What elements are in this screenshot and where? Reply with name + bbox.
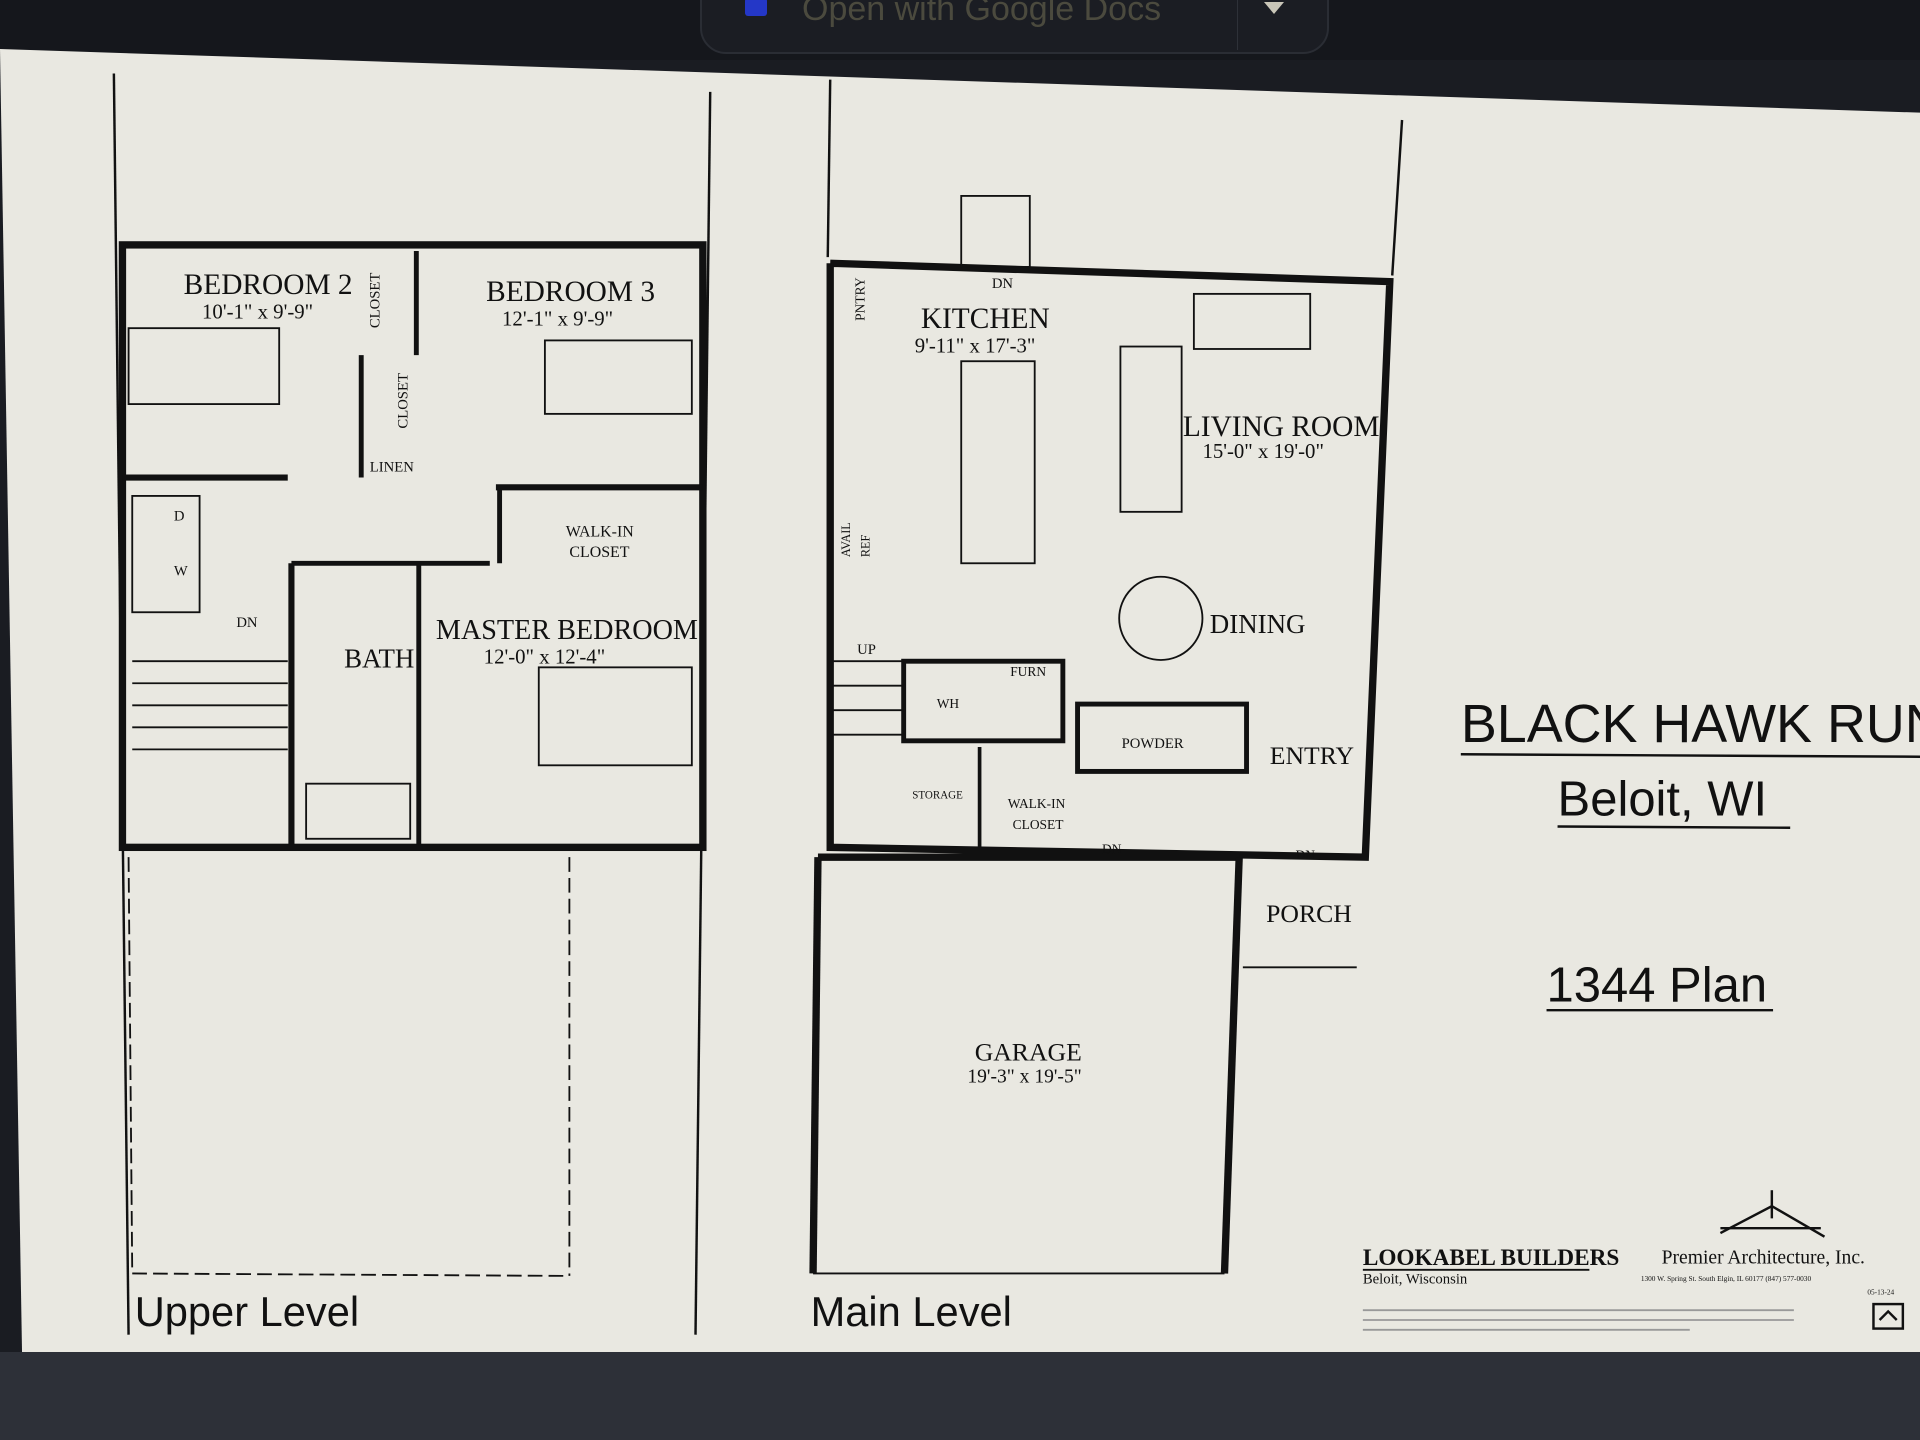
viewer-top-bar: Open with Google Docs (0, 0, 1920, 60)
open-with-google-docs-button[interactable]: Open with Google Docs (700, 0, 1329, 54)
open-with-label: Open with Google Docs (802, 0, 1162, 28)
closet-label-2: CLOSET (396, 373, 412, 429)
room-label-porch: PORCH (1266, 899, 1352, 928)
linen-label: LINEN (370, 459, 414, 475)
builder-location: Beloit, Wisconsin (1363, 1271, 1468, 1287)
google-docs-icon (745, 0, 767, 16)
main-level-label: Main Level (811, 1288, 1012, 1335)
room-label-living-room: LIVING ROOM (1183, 411, 1380, 443)
architect-address: 1300 W. Spring St. South Elgin, IL 60177… (1641, 1274, 1812, 1283)
project-title: BLACK HAWK RUN (1461, 694, 1920, 754)
main-level-plan (809, 79, 1404, 1275)
room-size-garage: 19'-3" x 19'-5" (967, 1066, 1081, 1087)
room-label-master-bedroom: MASTER BEDROOM (436, 615, 698, 646)
furnace-label: FURN (1010, 664, 1046, 679)
pantry-label: PNTRY (852, 277, 867, 321)
down-label-garage: DN (1102, 841, 1122, 856)
monitor-bezel (0, 1352, 1920, 1440)
room-label-bedroom-2: BEDROOM 2 (184, 269, 353, 301)
room-label-garage: GARAGE (975, 1037, 1082, 1066)
closet-label-1: CLOSET (368, 273, 384, 329)
room-size-bedroom-2: 10'-1" x 9'-9" (202, 299, 313, 323)
upper-level-label: Upper Level (135, 1288, 359, 1335)
project-location: Beloit, WI (1558, 773, 1768, 827)
disclaimer-fine-print (1362, 1309, 1794, 1331)
room-label-kitchen: KITCHEN (921, 303, 1050, 335)
room-size-kitchen: 9'-11" x 17'-3" (915, 334, 1036, 358)
down-label-porch: DN (1296, 848, 1316, 863)
washer-label: W (174, 564, 188, 580)
up-label: UP (857, 642, 876, 658)
dryer-label: D (174, 508, 185, 524)
storage-label: STORAGE (912, 789, 963, 801)
plan-name: 1344 Plan (1547, 959, 1768, 1013)
water-heater-label: WH (937, 696, 960, 711)
upper-level-plan (112, 73, 712, 1335)
room-label-bath: BATH (344, 643, 414, 673)
architect-name: Premier Architecture, Inc. (1662, 1248, 1865, 1269)
builder-name: LOOKABEL BUILDERS (1363, 1245, 1619, 1271)
powder-label: POWDER (1122, 736, 1184, 752)
walk-in-label-main: WALK-IN (1008, 796, 1066, 811)
room-label-bedroom-3: BEDROOM 3 (486, 276, 655, 308)
closet-label-main: CLOSET (1013, 817, 1064, 832)
plan-date: 05-13-24 (1867, 1287, 1894, 1296)
architect-logo (1719, 1190, 1826, 1238)
room-size-living-room: 15'-0" x 19'-0" (1202, 439, 1324, 463)
room-label-entry: ENTRY (1270, 741, 1354, 770)
caret-down-icon[interactable] (1264, 2, 1284, 14)
walk-in-label: WALK-IN (566, 523, 635, 540)
room-label-dining: DINING (1210, 609, 1306, 639)
ref-label: REF (858, 535, 872, 558)
button-divider (1237, 0, 1238, 50)
down-label-top: DN (992, 276, 1014, 292)
down-label: DN (236, 615, 258, 631)
closet-label: CLOSET (569, 544, 629, 561)
avail-label: AVAIL (839, 522, 853, 557)
room-size-master-bedroom: 12'-0" x 12'-4" (484, 645, 606, 669)
paper-background (0, 48, 1920, 1354)
equal-housing-icon (1872, 1302, 1905, 1330)
room-size-bedroom-3: 12'-1" x 9'-9" (502, 307, 613, 331)
